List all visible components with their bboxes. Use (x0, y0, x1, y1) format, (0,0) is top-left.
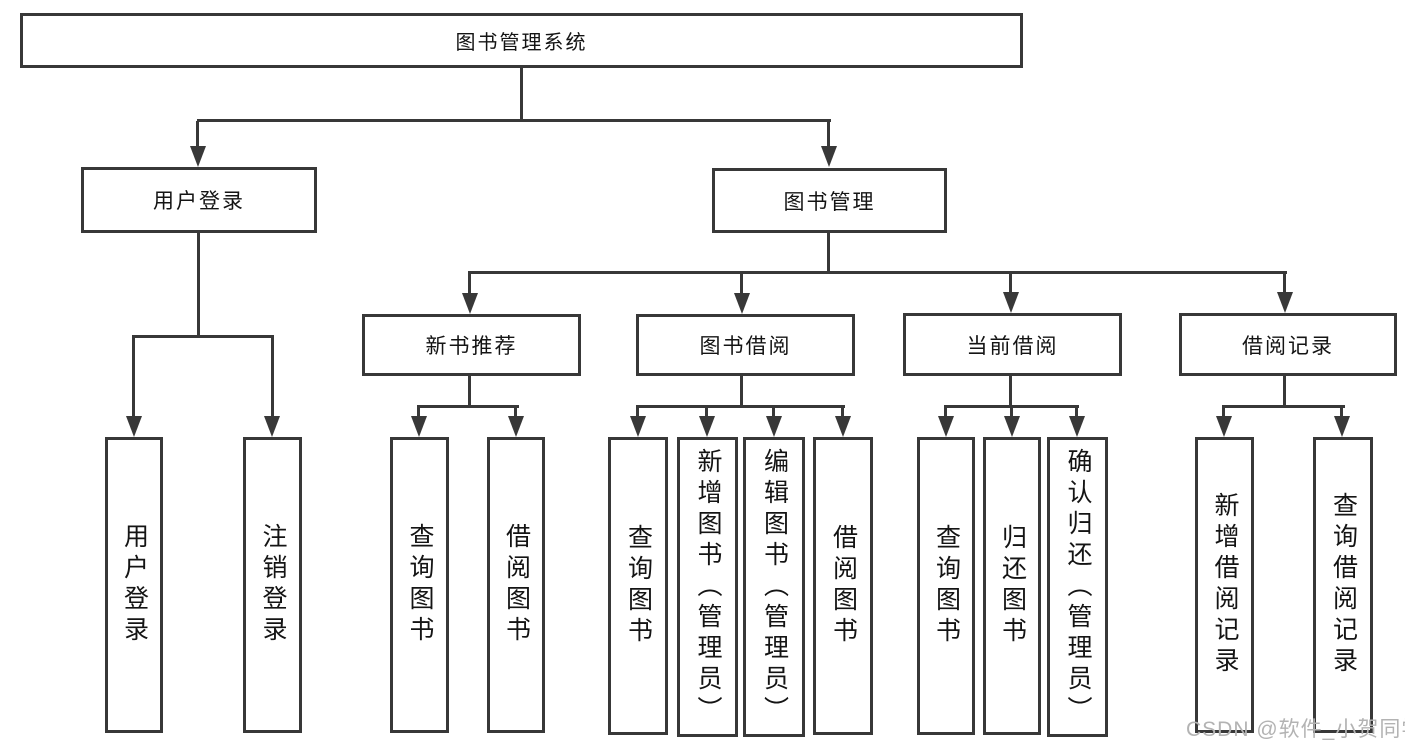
connector-root-stub-left (196, 121, 199, 149)
arrow-to-leaf-logout-icon (264, 416, 280, 437)
arrow-to-book-management-icon (821, 146, 837, 167)
connector-records-hline (1222, 405, 1345, 408)
node-borrow-records: 借阅记录 (1179, 313, 1397, 376)
connector-borrow-stub-1 (636, 408, 639, 419)
connector-bookmgmt-stub-4 (1283, 274, 1286, 294)
leaf-borrow-query-books: 查询图书 (608, 437, 668, 735)
leaf-label: 查询图书 (624, 524, 653, 648)
arrow-to-leaf-user-login-icon (126, 416, 142, 437)
leaf-label: 注销登录 (259, 523, 287, 647)
node-label: 图书管理 (783, 190, 876, 214)
leaf-label: 新增图书（管理员） (694, 447, 722, 727)
connector-userlogin-vline (197, 233, 200, 337)
connector-current-stub-2 (1010, 408, 1013, 419)
arrow-to-borrow-records-icon (1277, 292, 1293, 313)
arrow-borrow-add-icon (699, 416, 715, 437)
leaf-label: 编辑图书（管理员） (760, 447, 789, 727)
connector-borrow-hline (636, 405, 845, 408)
leaf-label: 新增借阅记录 (1211, 492, 1239, 678)
arrow-borrow-borrow-icon (835, 416, 851, 437)
arrow-borrow-edit-icon (766, 416, 782, 437)
connector-current-stub-1 (944, 408, 947, 419)
node-book-borrow: 图书借阅 (636, 314, 855, 376)
node-label: 借阅记录 (1242, 334, 1334, 358)
arrow-recommend-query-icon (411, 416, 427, 437)
arrow-to-user-login-icon (190, 146, 206, 167)
connector-root-stub-right (827, 121, 830, 149)
leaf-recommend-query-books: 查询图书 (390, 437, 449, 733)
arrow-current-return-icon (1004, 416, 1020, 437)
arrow-to-current-borrow-icon (1003, 292, 1019, 313)
leaf-borrow-add-books-admin: 新增图书（管理员） (677, 437, 738, 737)
leaf-borrow-borrow-books: 借阅图书 (813, 437, 873, 735)
arrow-to-book-borrow-icon (734, 293, 750, 314)
leaf-label: 借阅图书 (502, 523, 531, 647)
node-current-borrow: 当前借阅 (903, 313, 1122, 376)
connector-root-vline (520, 68, 523, 121)
arrow-current-confirm-icon (1069, 416, 1085, 437)
node-label: 用户登录 (153, 190, 245, 213)
leaf-current-return-books: 归还图书 (983, 437, 1041, 735)
leaf-recommend-borrow-books: 借阅图书 (487, 437, 545, 733)
leaf-label: 归还图书 (998, 524, 1027, 648)
node-label: 新书推荐 (425, 335, 518, 358)
leaf-current-confirm-return-admin: 确认归还（管理员） (1047, 437, 1108, 737)
arrow-current-query-icon (938, 416, 954, 437)
connector-userlogin-stub-left (132, 338, 135, 418)
node-label: 图书管理系统 (455, 32, 588, 54)
csdn-watermark: CSDN @软件_小贺同学 (1186, 718, 1405, 741)
connector-current-hline (944, 405, 1079, 408)
connector-borrow-stub-3 (772, 408, 775, 419)
node-user-login: 用户登录 (81, 167, 317, 233)
leaf-label: 借阅图书 (829, 524, 858, 648)
arrow-records-add-icon (1216, 416, 1232, 437)
connector-records-stub-2 (1340, 408, 1343, 419)
leaf-borrow-edit-books-admin: 编辑图书（管理员） (743, 437, 805, 737)
leaf-records-add-record: 新增借阅记录 (1195, 437, 1254, 733)
connector-userlogin-hline (132, 335, 274, 338)
node-book-management: 图书管理 (712, 168, 947, 233)
leaf-records-query-record: 查询借阅记录 (1313, 437, 1373, 733)
connector-records-vline (1283, 376, 1286, 408)
arrow-records-query-icon (1334, 416, 1350, 437)
leaf-label: 确认归还（管理员） (1064, 447, 1092, 727)
leaf-label: 查询图书 (932, 524, 961, 648)
connector-recommend-stub-1 (417, 408, 420, 419)
connector-bookmgmt-vline (827, 233, 830, 273)
arrow-to-new-book-recommend-icon (462, 293, 478, 314)
node-new-book-recommend: 新书推荐 (362, 314, 581, 376)
connector-bookmgmt-stub-2 (740, 274, 743, 294)
connector-recommend-stub-2 (514, 408, 517, 419)
connector-bookmgmt-stub-1 (468, 274, 471, 294)
connector-bookmgmt-stub-3 (1009, 274, 1012, 294)
connector-recommend-vline (468, 376, 471, 408)
connector-userlogin-stub-right (271, 338, 274, 418)
node-library-management-system: 图书管理系统 (20, 13, 1023, 68)
connector-records-stub-1 (1222, 408, 1225, 419)
connector-recommend-hline (417, 405, 519, 408)
connector-bookmgmt-hline (468, 271, 1287, 274)
node-label: 当前借阅 (966, 334, 1059, 358)
connector-borrow-stub-2 (705, 408, 708, 419)
leaf-current-query-books: 查询图书 (917, 437, 975, 735)
leaf-logout: 注销登录 (243, 437, 302, 733)
node-label: 图书借阅 (699, 335, 792, 358)
connector-current-vline (1009, 376, 1012, 408)
arrow-borrow-query-icon (630, 416, 646, 437)
connector-current-stub-3 (1075, 408, 1078, 419)
arrow-recommend-borrow-icon (508, 416, 524, 437)
leaf-label: 用户登录 (120, 523, 149, 647)
leaf-user-login: 用户登录 (105, 437, 163, 733)
connector-root-hline (197, 119, 831, 122)
connector-borrow-stub-4 (841, 408, 844, 419)
leaf-label: 查询借阅记录 (1329, 492, 1358, 678)
connector-borrow-vline (740, 376, 743, 408)
leaf-label: 查询图书 (406, 523, 434, 647)
